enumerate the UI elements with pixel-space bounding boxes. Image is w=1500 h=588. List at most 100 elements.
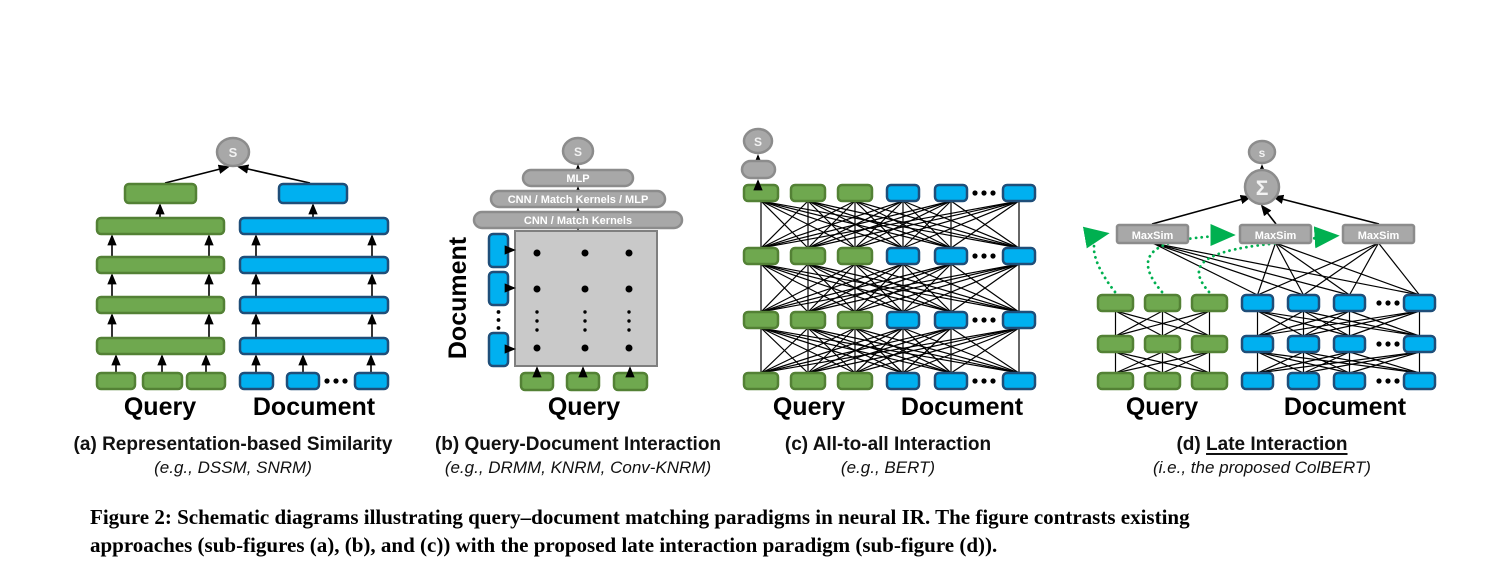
connection-line bbox=[854, 200, 952, 249]
connection-line bbox=[1257, 351, 1420, 374]
document-token bbox=[487, 331, 510, 368]
token-grid bbox=[742, 183, 1037, 391]
maxsim-document-line bbox=[1348, 242, 1380, 296]
similarity-dot bbox=[581, 344, 589, 352]
panel-a: S Query Document bbox=[95, 136, 390, 421]
caption-a-prefix: (a) bbox=[73, 434, 97, 455]
cnn-match-kernels-mlp-pill bbox=[489, 189, 667, 209]
connection-line bbox=[854, 327, 1020, 374]
query-token bbox=[1096, 293, 1135, 313]
ellipsis-dot bbox=[627, 319, 631, 323]
maxsim-document-line bbox=[1257, 242, 1379, 296]
caption-d-prefix: (d) bbox=[1176, 434, 1201, 455]
document-token bbox=[1001, 310, 1037, 330]
document-token bbox=[933, 183, 969, 203]
maxsim-box bbox=[1115, 223, 1190, 245]
ellipsis-dot bbox=[583, 328, 587, 332]
ellipsis-dot bbox=[627, 328, 631, 332]
similarity-dot bbox=[581, 249, 589, 257]
query-label: Query bbox=[1126, 393, 1198, 421]
connection-line bbox=[1303, 310, 1350, 337]
cls-pooled-node bbox=[740, 159, 777, 180]
cnn-match-kernels-pill bbox=[472, 210, 684, 230]
query-token bbox=[1143, 334, 1182, 354]
ellipsis-dot bbox=[972, 317, 978, 323]
query-token bbox=[1190, 293, 1229, 313]
connection-line bbox=[760, 200, 856, 249]
token-grids bbox=[1096, 293, 1437, 391]
connection-line bbox=[902, 327, 1020, 374]
ellipsis-dot bbox=[535, 310, 539, 314]
panel-b: S MLP CNN / Match Kernels / MLP CNN / Ma… bbox=[444, 136, 684, 421]
document-token bbox=[885, 371, 921, 391]
caption-d-title: Late Interaction bbox=[1206, 434, 1348, 455]
score-node bbox=[1247, 139, 1277, 165]
similarity-dot bbox=[533, 344, 541, 352]
document-label: Document bbox=[444, 236, 472, 359]
ellipsis-dot bbox=[583, 310, 587, 314]
query-token bbox=[95, 371, 137, 391]
connection-line bbox=[760, 327, 809, 374]
query-token bbox=[185, 371, 227, 391]
maxsim-document-line bbox=[1152, 242, 1304, 296]
connection-line bbox=[760, 263, 904, 313]
connection-line bbox=[1349, 310, 1420, 337]
caption-c: (c) All-to-all Interaction (e.g., BERT) bbox=[688, 434, 1088, 478]
document-token bbox=[1332, 371, 1367, 391]
document-token bbox=[1332, 293, 1367, 313]
caption-d-subtitle: (i.e., the proposed ColBERT) bbox=[1153, 458, 1371, 477]
encoder-connection-lines bbox=[1114, 310, 1421, 374]
document-encoder-bar bbox=[238, 336, 390, 356]
mlp-pill-label: MLP bbox=[566, 173, 589, 185]
maxsim-document-line bbox=[1378, 242, 1420, 296]
score-label: s bbox=[1259, 146, 1266, 160]
score-label: S bbox=[754, 135, 762, 149]
connection-line bbox=[1115, 351, 1210, 374]
sum-wire bbox=[1151, 194, 1252, 225]
similarity-dot bbox=[533, 285, 541, 293]
document-token bbox=[353, 371, 390, 391]
query-token bbox=[565, 371, 601, 392]
caption-c-title: All-to-all Interaction bbox=[812, 434, 992, 455]
maxsim-document-line bbox=[1274, 242, 1305, 296]
document-token-column bbox=[487, 232, 516, 368]
document-token bbox=[1402, 371, 1437, 391]
sum-node bbox=[1243, 168, 1281, 206]
connection-line bbox=[950, 263, 1020, 313]
ellipsis-dot bbox=[1385, 341, 1391, 347]
sum-wire bbox=[1260, 204, 1277, 225]
score-node bbox=[215, 136, 251, 168]
document-token bbox=[285, 371, 321, 391]
maxsim-document-line bbox=[1303, 242, 1379, 296]
query-token bbox=[836, 183, 874, 203]
score-wire bbox=[164, 164, 230, 184]
connection-line bbox=[902, 200, 952, 249]
figure-caption: Figure 2: Schematic diagrams illustratin… bbox=[90, 503, 1450, 559]
query-token bbox=[836, 246, 874, 266]
connection-line bbox=[902, 263, 952, 313]
connection-line bbox=[807, 327, 1020, 374]
connection-line bbox=[1257, 310, 1420, 337]
ellipsis-dot bbox=[1376, 378, 1382, 384]
ellipsis-dot bbox=[1394, 300, 1400, 306]
similarity-dot bbox=[581, 285, 589, 293]
document-encoder-bar bbox=[238, 295, 390, 315]
document-token bbox=[487, 270, 510, 307]
caption-c-prefix: (c) bbox=[784, 434, 809, 455]
similarity-dot bbox=[625, 249, 633, 257]
connection-line bbox=[1162, 310, 1210, 337]
caption-b-subtitle: (e.g., DRMM, KNRM, Conv-KNRM) bbox=[444, 458, 712, 477]
query-token bbox=[1143, 371, 1182, 391]
panel-a-arrows bbox=[107, 203, 377, 372]
query-label: Query bbox=[124, 393, 196, 421]
panel-c: S Query Document bbox=[740, 127, 1037, 421]
query-token bbox=[1143, 293, 1182, 313]
query-token bbox=[742, 371, 780, 391]
document-label: Document bbox=[1284, 393, 1407, 421]
document-token bbox=[487, 232, 510, 269]
maxsim-document-line bbox=[1152, 242, 1420, 296]
all-to-all-connection-lines bbox=[760, 200, 1020, 374]
document-pooled-bar bbox=[277, 182, 349, 205]
query-token bbox=[789, 183, 827, 203]
query-token bbox=[1096, 371, 1135, 391]
